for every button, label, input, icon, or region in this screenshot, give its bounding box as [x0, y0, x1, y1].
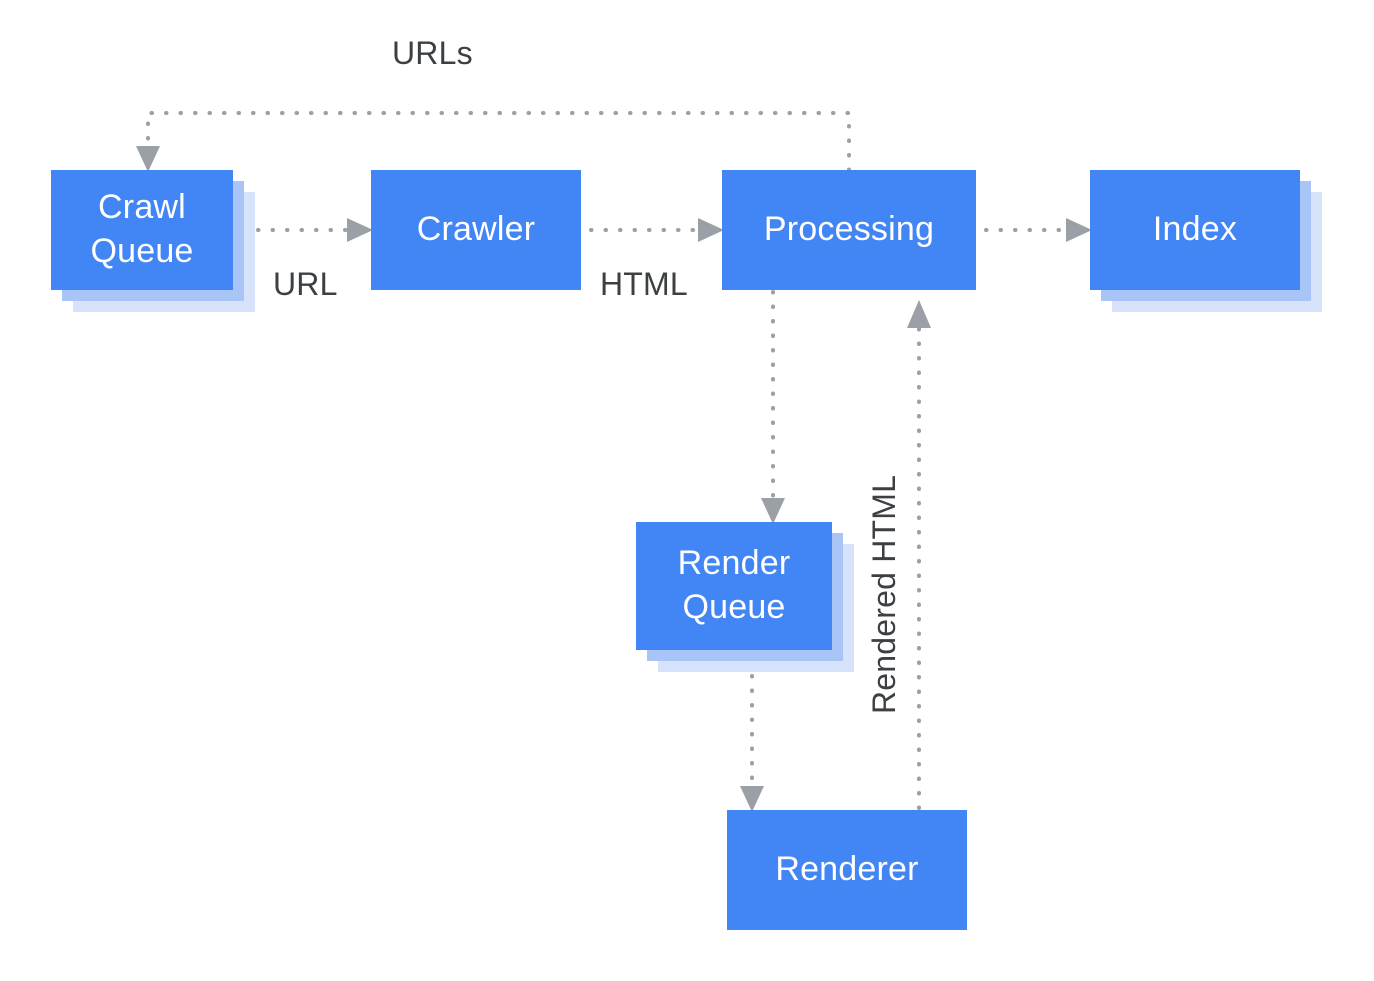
edge-label-url: URL: [273, 266, 338, 302]
node-index[interactable]: Index: [1090, 170, 1322, 312]
arrow-head-down-render-queue: [761, 498, 785, 524]
node-render-queue[interactable]: Render Queue: [636, 522, 854, 672]
node-crawl-queue[interactable]: Crawl Queue: [51, 170, 255, 312]
node-label-crawler: Crawler: [416, 210, 536, 249]
node-label-render-queue: Render Queue: [677, 544, 791, 626]
arrow-head-down-crawl-queue: [136, 146, 160, 172]
edge-label-rendered-html: Rendered HTML: [866, 474, 902, 714]
arrow-head-right-index: [1066, 218, 1092, 242]
node-crawler[interactable]: Crawler: [371, 170, 581, 290]
edge-label-urls: URLs: [392, 35, 473, 71]
node-label-renderer: Renderer: [775, 850, 919, 889]
node-label-processing: Processing: [763, 210, 935, 249]
node-label-crawl-queue: Crawl Queue: [90, 188, 194, 270]
stack-layer-front: [51, 170, 233, 290]
stack-layer-front: [722, 170, 976, 290]
stack-layer-front: [636, 522, 832, 650]
node-label-index: Index: [1152, 210, 1238, 249]
node-renderer[interactable]: Renderer: [727, 810, 967, 930]
stack-layer-front: [1090, 170, 1300, 290]
arrow-head-right-crawler: [347, 218, 373, 242]
arrow-head-right-processing: [698, 218, 724, 242]
edge-label-html: HTML: [600, 266, 688, 302]
stack-layer-front: [371, 170, 581, 290]
edge-processing-to-crawl-queue: [146, 111, 851, 172]
node-processing[interactable]: Processing: [722, 170, 976, 290]
arrow-head-up-processing: [907, 300, 931, 328]
stack-layer-front: [727, 810, 967, 930]
arrow-head-down-renderer: [740, 786, 764, 812]
